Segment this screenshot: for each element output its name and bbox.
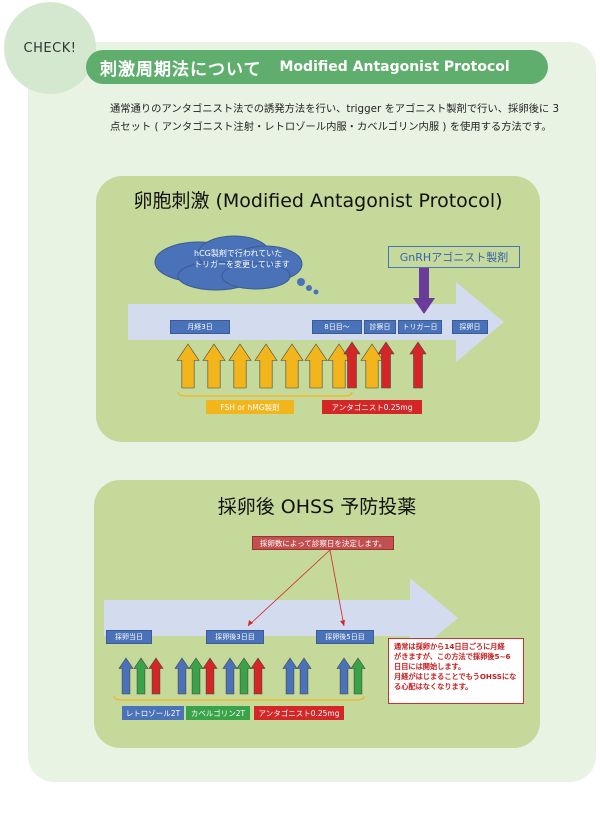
- letrozole-arrow-day5: [336, 657, 352, 695]
- letrozole-arrow-day4: [282, 657, 298, 695]
- legend-ohss-antagonist: アンタゴニスト0.25mg: [254, 706, 344, 720]
- stage-post-day5: 採卵後5日目: [316, 630, 374, 644]
- letrozole-arrow-day0: [118, 657, 134, 695]
- antagonist-arrow-0: [343, 341, 361, 389]
- legend-antagonist: アンタゴニスト0.25mg: [322, 400, 422, 414]
- agonist-arrow: [413, 268, 435, 314]
- callout-line-left: [247, 549, 331, 627]
- menstruation-note: 通常は採卵から14日目ごろに月経 がきますが、この方法で採卵後5~6 日目には開…: [388, 638, 524, 704]
- fsh-arrow-5: [304, 343, 328, 389]
- antagonist-arrow-day1: [202, 657, 218, 695]
- intro-text: 通常通りのアンタゴニスト法での誘発方法を行い、trigger をアゴニスト製剤で…: [110, 103, 560, 133]
- ohss-diagram: [104, 549, 458, 701]
- antagonist-arrow-2: [409, 341, 427, 389]
- fsh-arrow-2: [228, 343, 252, 389]
- callout-line-right: [329, 549, 345, 627]
- ohss-box: 採卵後 OHSS 予防投薬 採卵数によって診察日を決定します。 採卵当日 採卵後…: [94, 480, 540, 748]
- cabergoline-arrow-day1: [188, 657, 204, 695]
- gnrh-agonist-label: GnRHアゴニスト製剤: [388, 246, 520, 268]
- cloud-text: hCG製剤で行われていた トリガーを変更しています: [194, 249, 290, 269]
- antagonist-arrow-1: [377, 341, 395, 389]
- legend-cabergoline: カベルゴリン2T: [186, 706, 250, 720]
- stage-exam: 診察日: [364, 320, 396, 334]
- stage-retrieval-day: 採卵当日: [106, 630, 152, 644]
- stage-retrieval: 採卵日: [452, 320, 488, 334]
- section-title-bar: 刺激周期法について Modified Antagonist Protocol: [86, 50, 548, 84]
- ohss-timeline-arrow: [104, 578, 458, 658]
- fsh-arrow-4: [280, 343, 304, 389]
- cabergoline-arrow-day0: [133, 657, 149, 695]
- stage-post-day3: 採卵後3日目: [206, 630, 264, 644]
- section-title-en: Modified Antagonist Protocol: [279, 59, 510, 75]
- cabergoline-arrow-day3: [236, 657, 252, 695]
- fsh-arrow-0: [176, 343, 200, 389]
- legend-letrozole: レトロゾール2T: [122, 706, 184, 720]
- stage-day8: 8日目～: [312, 320, 362, 334]
- stimulation-box: 卵胞刺激 (Modified Antagonist Protocol) hCG製…: [96, 176, 540, 442]
- stim-bracket: [177, 391, 353, 397]
- cloud-shape: [154, 235, 303, 291]
- cabergoline-arrow-day5: [350, 657, 366, 695]
- stimulation-title: 卵胞刺激 (Modified Antagonist Protocol): [133, 190, 503, 212]
- antagonist-arrow-day3: [250, 657, 266, 695]
- antagonist-arrow-day0: [148, 657, 164, 695]
- check-badge: CHECK!: [4, 2, 96, 94]
- stage-day3: 月経3日: [170, 320, 230, 334]
- letrozole-arrow-day3: [222, 657, 238, 695]
- ohss-bracket: [113, 695, 365, 701]
- callout-box: 採卵数によって診察日を決定します。: [252, 536, 394, 550]
- stimulation-diagram: [128, 235, 504, 397]
- stage-trigger: トリガー日: [398, 320, 442, 334]
- letrozole-arrow-day4b: [296, 657, 312, 695]
- fsh-arrow-late-1: [360, 343, 384, 389]
- ohss-title: 採卵後 OHSS 予防投薬: [217, 496, 417, 518]
- fsh-arrow-1: [202, 343, 226, 389]
- fsh-arrow-3: [254, 343, 278, 389]
- section-title: 刺激周期法について: [100, 59, 262, 80]
- legend-fsh: FSH or hMG製剤: [206, 400, 294, 414]
- letrozole-arrow-day1: [174, 657, 190, 695]
